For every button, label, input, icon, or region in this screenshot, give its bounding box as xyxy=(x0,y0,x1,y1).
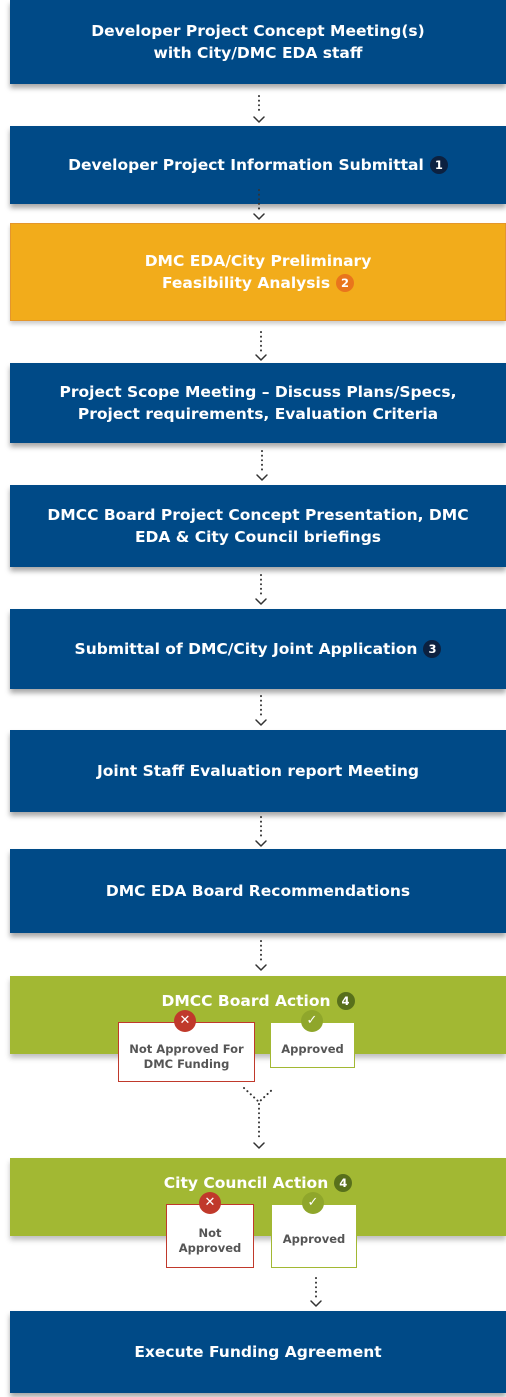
outcome-not-approved-card: Not Approved For DMC Funding xyxy=(118,1022,255,1082)
step-feasibility-analysis-text: DMC EDA/City Preliminary Feasibility Ana… xyxy=(144,250,372,294)
step-concept-presentation-text: DMCC Board Project Concept Presentation,… xyxy=(47,504,468,548)
step-staff-evaluation: Joint Staff Evaluation report Meeting xyxy=(10,730,506,812)
step-label: City Council Action xyxy=(163,1174,329,1192)
step-label-line2: Feasibility Analysis xyxy=(161,274,331,292)
step-label-line1: Developer Project Concept Meeting(s) xyxy=(91,22,425,40)
outcome-not-approved-label: Not Approved For DMC Funding xyxy=(129,1042,244,1071)
step-label: Submittal of DMC/City Joint Application xyxy=(74,640,418,658)
step-label: Joint Staff Evaluation report Meeting xyxy=(97,762,419,780)
step-execute-funding-agreement: Execute Funding Agreement xyxy=(10,1311,506,1393)
step-concept-meeting: Developer Project Concept Meeting(s) wit… xyxy=(10,0,506,84)
step-number-badge: 3 xyxy=(423,640,442,658)
outcome-approved-label: Approved xyxy=(282,1231,346,1246)
step-dmcc-board-action-title: DMCC Board Action 4 xyxy=(161,990,355,1012)
step-label-line1: DMCC Board Project Concept Presentation,… xyxy=(47,506,469,524)
step-scope-meeting: Project Scope Meeting – Discuss Plans/Sp… xyxy=(10,363,506,443)
step-label: DMCC Board Action xyxy=(161,992,331,1010)
step-number-badge: 4 xyxy=(336,992,355,1010)
x-circle-icon: ✕ xyxy=(174,1010,196,1032)
outcome-not-approved-card: Not Approved xyxy=(166,1204,254,1268)
step-label-line2: EDA & City Council briefings xyxy=(134,528,382,546)
check-circle-icon: ✓ xyxy=(302,1192,324,1214)
step-scope-meeting-text: Project Scope Meeting – Discuss Plans/Sp… xyxy=(60,381,457,425)
step-number-badge: 1 xyxy=(429,156,448,174)
step-information-submittal: Developer Project Information Submittal 1 xyxy=(10,126,506,204)
step-city-council-action: City Council Action 4 xyxy=(10,1158,506,1236)
step-label: Developer Project Information Submittal xyxy=(68,156,424,174)
step-number-badge: 4 xyxy=(334,1174,353,1192)
arrowhead xyxy=(255,719,267,726)
step-label-line1: DMC EDA/City Preliminary xyxy=(144,252,372,270)
outcome-not-approved-label: Not Approved xyxy=(178,1226,242,1255)
outcome-approved-label: Approved xyxy=(281,1041,344,1056)
step-dmcc-board-action: DMCC Board Action 4 xyxy=(10,976,506,1054)
merge-connector xyxy=(243,1087,275,1104)
arrowhead xyxy=(256,474,268,481)
step-label: DMC EDA Board Recommendations xyxy=(105,882,411,900)
arrowhead xyxy=(255,840,267,847)
step-joint-application-text: Submittal of DMC/City Joint Application 3 xyxy=(75,638,442,660)
step-label: Execute Funding Agreement xyxy=(134,1343,382,1361)
arrowhead xyxy=(253,116,265,123)
arrowhead xyxy=(310,1300,322,1307)
step-number-badge: 2 xyxy=(336,274,355,292)
check-circle-icon: ✓ xyxy=(301,1010,323,1032)
step-board-recommendations: DMC EDA Board Recommendations xyxy=(10,849,506,933)
step-city-council-action-title: City Council Action 4 xyxy=(164,1172,353,1194)
x-circle-icon: ✕ xyxy=(199,1192,221,1214)
step-concept-presentation: DMCC Board Project Concept Presentation,… xyxy=(10,485,506,567)
arrowhead xyxy=(253,1142,265,1149)
arrowhead xyxy=(255,598,267,605)
step-label-line2: Project requirements, Evaluation Criteri… xyxy=(77,405,439,423)
step-concept-meeting-text: Developer Project Concept Meeting(s) wit… xyxy=(91,20,424,64)
arrowhead xyxy=(255,354,267,361)
step-label-line1: Project Scope Meeting – Discuss Plans/Sp… xyxy=(59,383,457,401)
step-information-submittal-text: Developer Project Information Submittal 1 xyxy=(68,154,448,176)
step-feasibility-analysis: DMC EDA/City Preliminary Feasibility Ana… xyxy=(10,223,506,321)
arrowhead xyxy=(255,964,267,971)
step-label-line2: with City/DMC EDA staff xyxy=(153,44,363,62)
arrowhead xyxy=(253,213,265,220)
step-joint-application: Submittal of DMC/City Joint Application 3 xyxy=(10,609,506,689)
outcome-approved-card: Approved xyxy=(271,1204,357,1268)
